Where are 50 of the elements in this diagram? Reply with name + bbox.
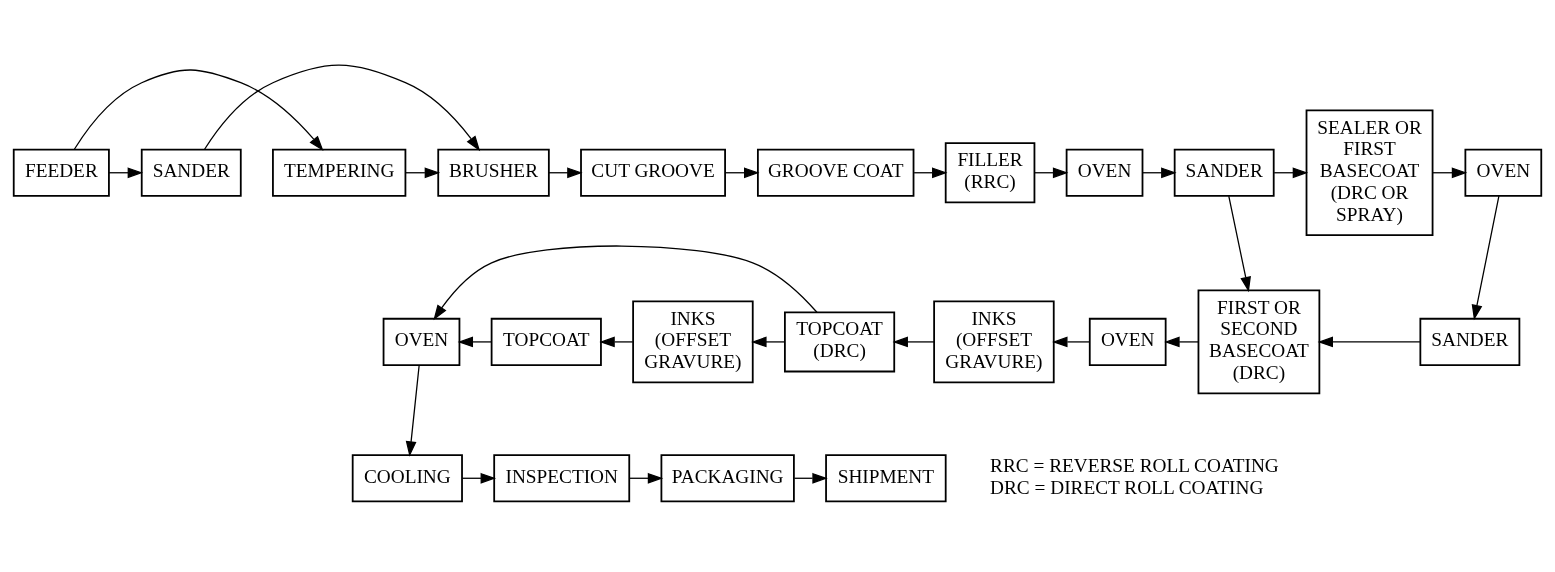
- arrow: [457, 336, 493, 347]
- node-box: FIRST OR SECOND BASECOAT (DRC): [1197, 289, 1321, 394]
- node-box: SEALER OR FIRST BASECOAT (DRC OR SPRAY): [1305, 108, 1434, 236]
- node-box: INKS (OFFSET GRAVURE): [632, 300, 754, 383]
- node-box: GROOVE COAT: [757, 148, 915, 197]
- arrow: [599, 336, 634, 347]
- arrow: [628, 472, 664, 484]
- label: RRC = REVERSE ROLL COATING: [990, 454, 1279, 476]
- arrow: [793, 472, 828, 484]
- node-box: TOPCOAT: [490, 317, 602, 366]
- node-box: OVEN: [1464, 148, 1543, 197]
- arrow: [1317, 336, 1421, 347]
- node-box: SHIPMENT: [825, 453, 947, 502]
- node-box: TOPCOAT (DRC): [784, 310, 896, 372]
- label: DRC = DIRECT ROLL COATING: [990, 476, 1264, 498]
- arrow: [913, 166, 948, 178]
- arrow: [203, 64, 481, 151]
- arrow: [724, 166, 760, 178]
- arrow: [1228, 195, 1251, 292]
- node-box: FEEDER: [12, 148, 110, 197]
- node-box: OVEN: [1088, 317, 1167, 366]
- arrow: [1432, 166, 1468, 178]
- node-box: FILLER (RRC): [944, 141, 1036, 203]
- arrow: [1052, 336, 1091, 347]
- arrow: [1471, 195, 1500, 320]
- node-box: OVEN: [1065, 148, 1144, 197]
- node-box: TEMPERING: [272, 148, 407, 197]
- arrow: [892, 336, 935, 347]
- node-box: SANDER: [140, 148, 242, 197]
- node-box: SANDER: [1173, 148, 1275, 197]
- node-box: PACKAGING: [660, 453, 795, 502]
- node-box: SANDER: [1419, 317, 1521, 366]
- node-box: COOLING: [351, 453, 463, 502]
- arrow: [751, 336, 786, 347]
- arrow: [1142, 166, 1177, 178]
- arrow: [404, 166, 441, 178]
- arrow: [73, 68, 324, 151]
- arrow: [1034, 166, 1069, 178]
- arrow: [433, 244, 818, 320]
- arrow: [108, 166, 144, 178]
- node-box: BRUSHER: [437, 148, 550, 197]
- arrow: [548, 166, 583, 178]
- node-box: INKS (OFFSET GRAVURE): [933, 300, 1055, 383]
- node-box: OVEN: [382, 317, 461, 366]
- arrow: [461, 472, 497, 484]
- node-box: INSPECTION: [493, 453, 631, 502]
- arrow: [405, 364, 420, 457]
- arrow: [1164, 336, 1200, 347]
- node-box: CUT GROOVE: [580, 148, 726, 197]
- arrow: [1273, 166, 1309, 178]
